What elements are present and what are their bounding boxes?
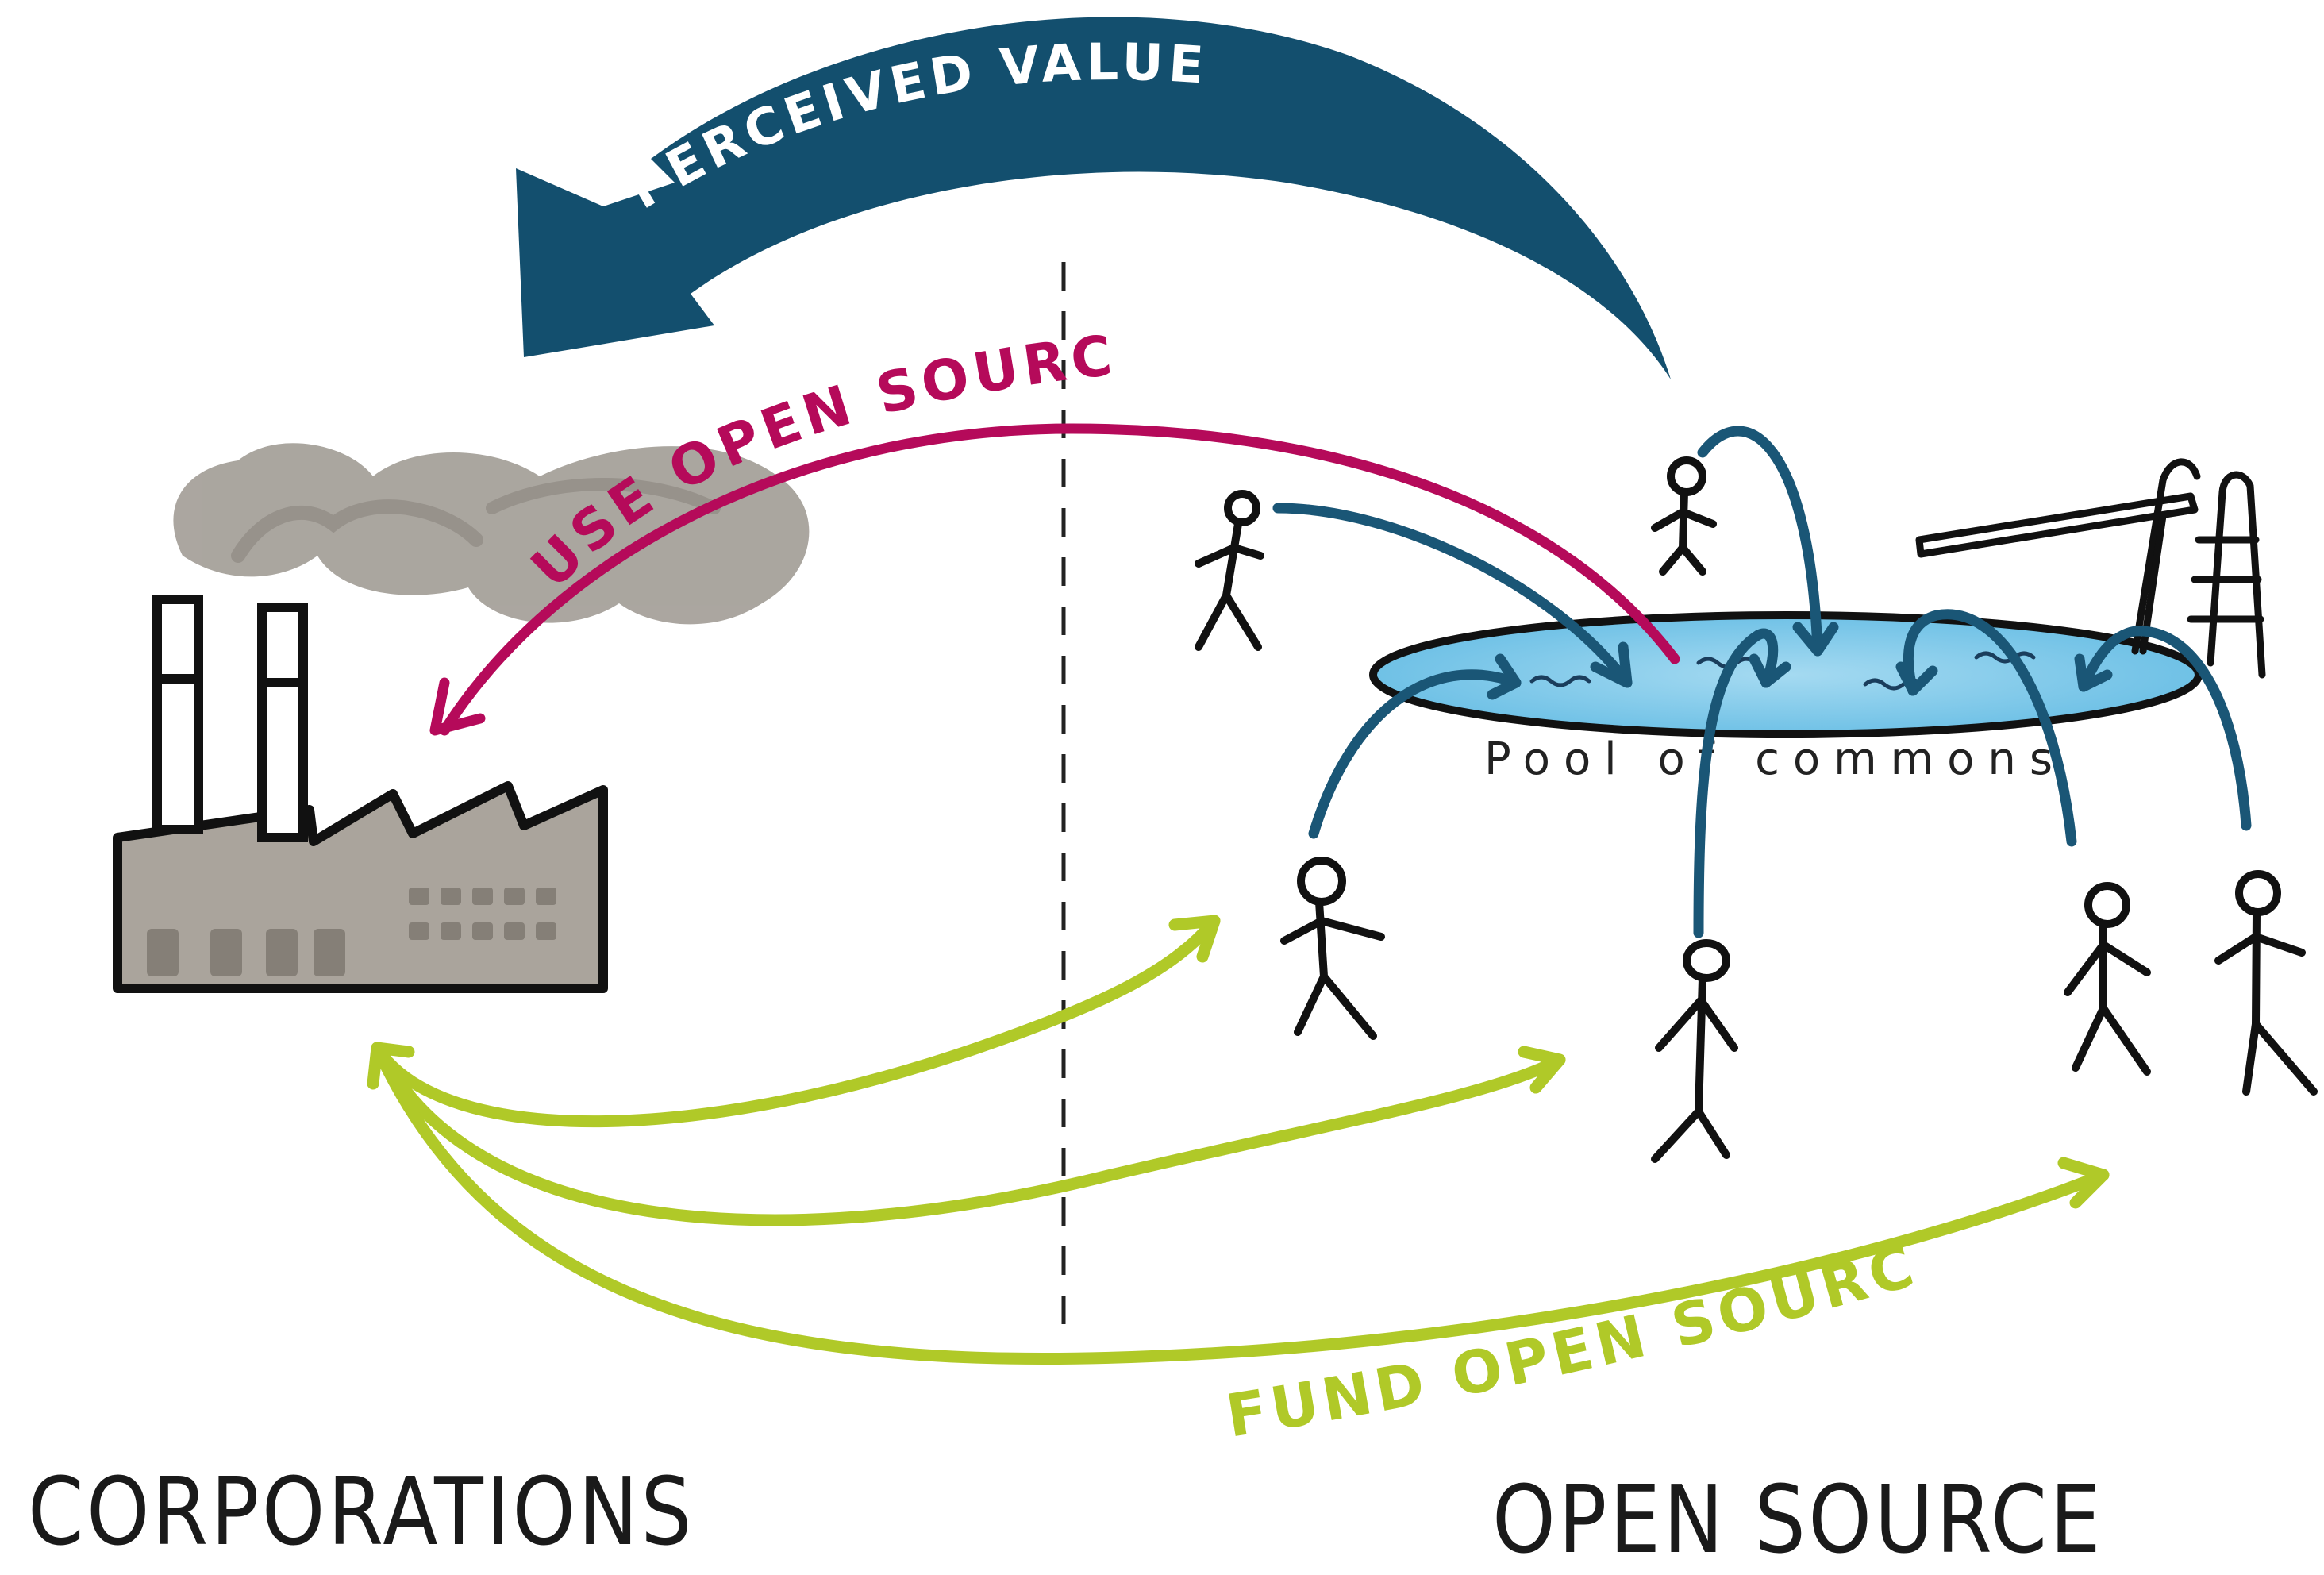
contribution-arrow-6 [2078, 626, 2252, 831]
contribution-arrow-4 [1693, 628, 1779, 938]
pool-of-commons-label: Pool of commons [1484, 734, 2056, 785]
open-source-label: OPEN SOURCE [1492, 1465, 2103, 1574]
smoke-cloud [173, 443, 810, 625]
contribution-arrow-3 [1308, 669, 1522, 839]
fund-arrow-2 [375, 1046, 1566, 1226]
person-small-top [1651, 456, 1717, 576]
corporations-label: CORPORATIONS [28, 1457, 695, 1566]
factory-icon [113, 443, 810, 993]
person-small-left [1195, 490, 1264, 651]
contribution-arrow-1 [1272, 503, 1633, 688]
diving-board-icon [1915, 458, 2266, 679]
contribution-arrow-5 [1903, 609, 2077, 847]
swimming-pool-icon: Pool of commons [1369, 611, 2203, 785]
contribution-arrows [1272, 426, 2252, 938]
person-middle-left [1280, 857, 1385, 1040]
person-middle [1651, 939, 1738, 1163]
fund-arrow-3 [375, 1049, 2110, 1365]
person-far-right [2214, 870, 2318, 1096]
person-right [2064, 882, 2151, 1076]
fund-arrow-1 [371, 915, 1221, 1128]
contribution-arrow-2 [1697, 426, 1823, 657]
factory-windows [147, 888, 556, 976]
